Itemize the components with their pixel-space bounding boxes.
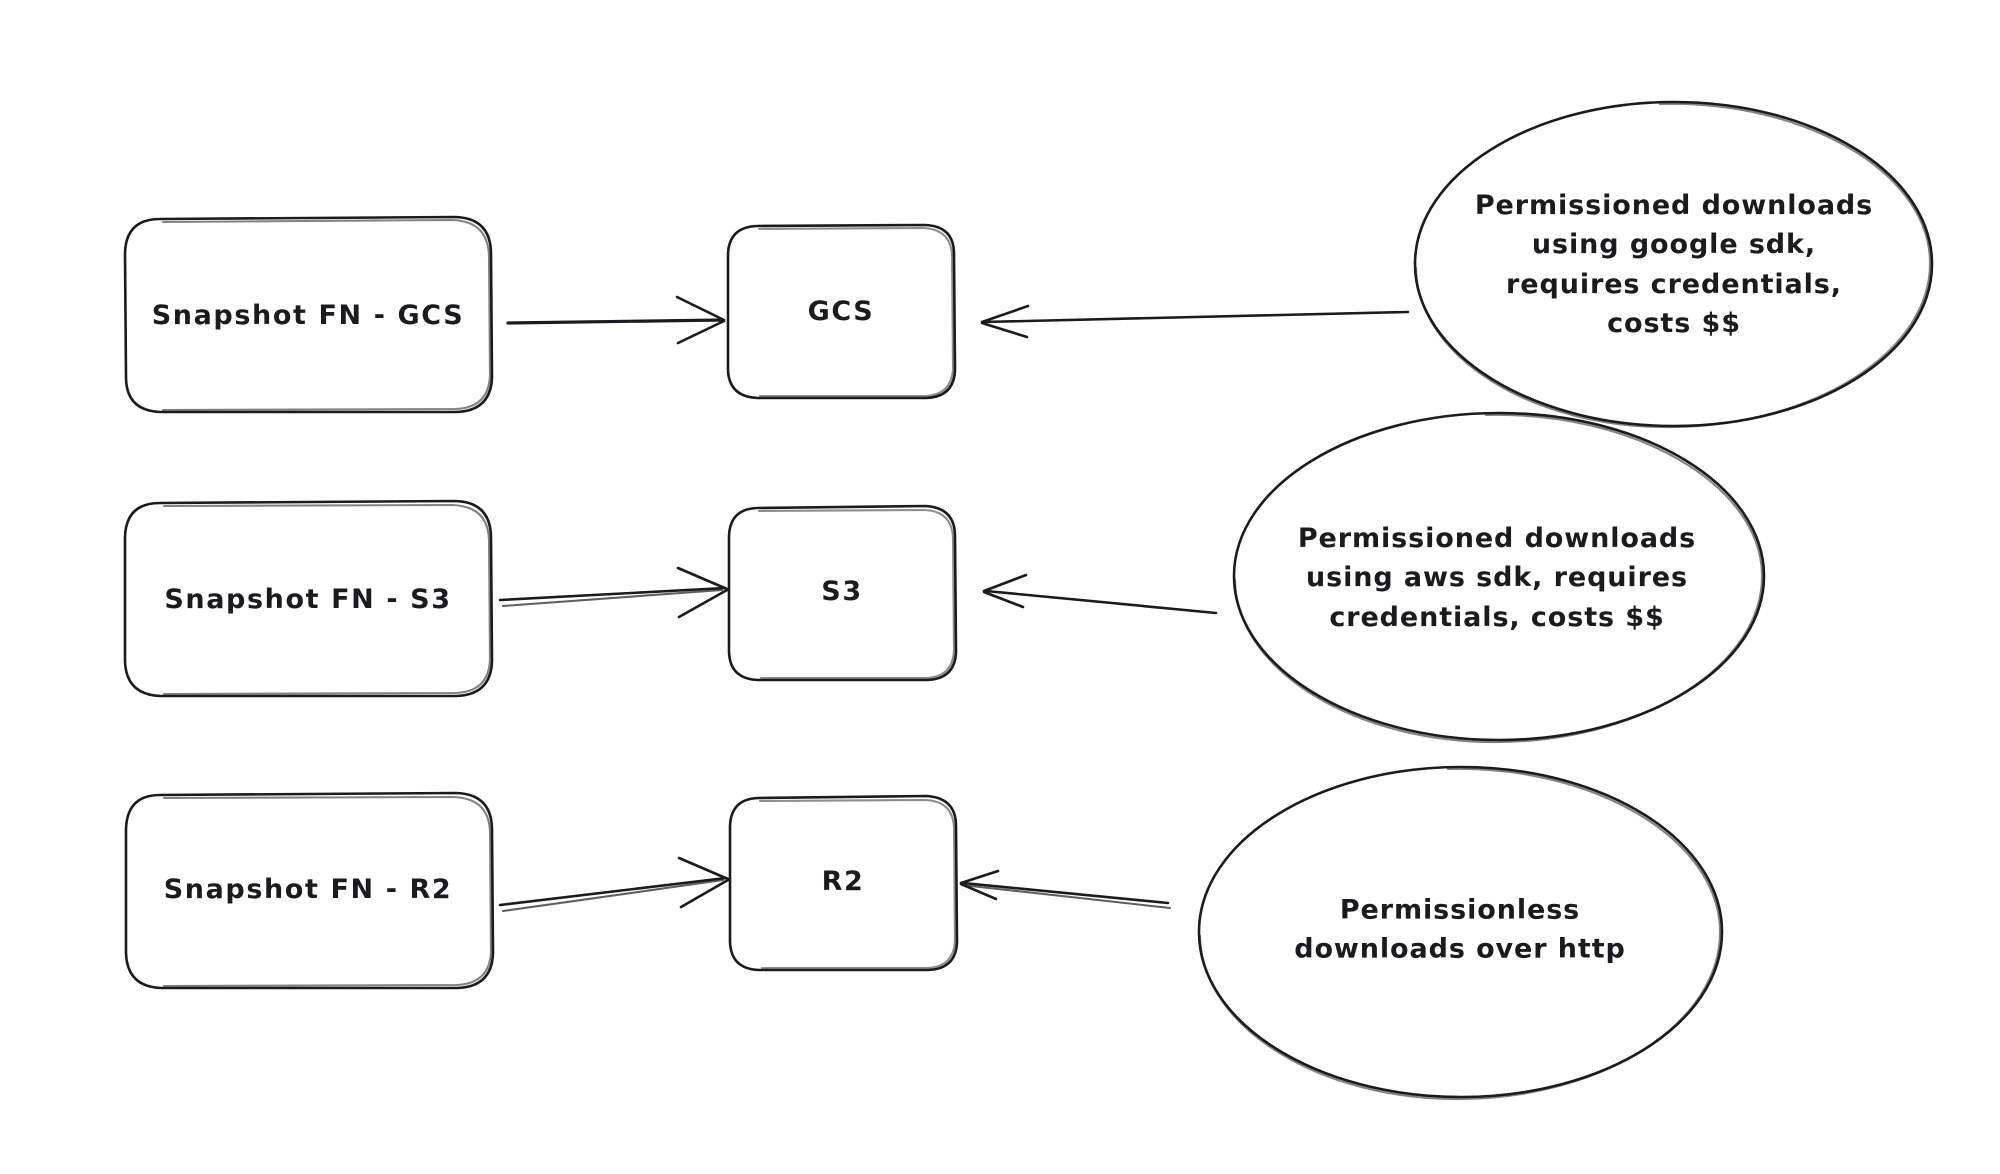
note-s3-shape[interactable]	[1232, 411, 1766, 744]
edge-note-s3-to-s3	[982, 573, 1218, 615]
node-snapshot-fn-s3-shape[interactable]	[123, 499, 494, 698]
note-gcs-shape[interactable]	[1413, 100, 1934, 429]
node-r2-shape[interactable]	[728, 794, 959, 972]
edge-snapshot-fn-gcs-to-gcs	[506, 295, 726, 345]
note-r2-shape[interactable]	[1197, 765, 1724, 1101]
node-snapshot-fn-r2-shape[interactable]	[124, 791, 495, 990]
node-snapshot-fn-gcs-shape[interactable]	[123, 215, 494, 414]
edge-snapshot-fn-r2-to-r2	[498, 856, 730, 913]
node-gcs-shape[interactable]	[726, 223, 957, 400]
edge-snapshot-fn-s3-to-s3	[498, 566, 729, 619]
edge-note-gcs-to-gcs	[980, 304, 1410, 339]
node-s3-shape[interactable]	[727, 504, 958, 682]
edge-note-r2-to-r2	[959, 869, 1172, 910]
